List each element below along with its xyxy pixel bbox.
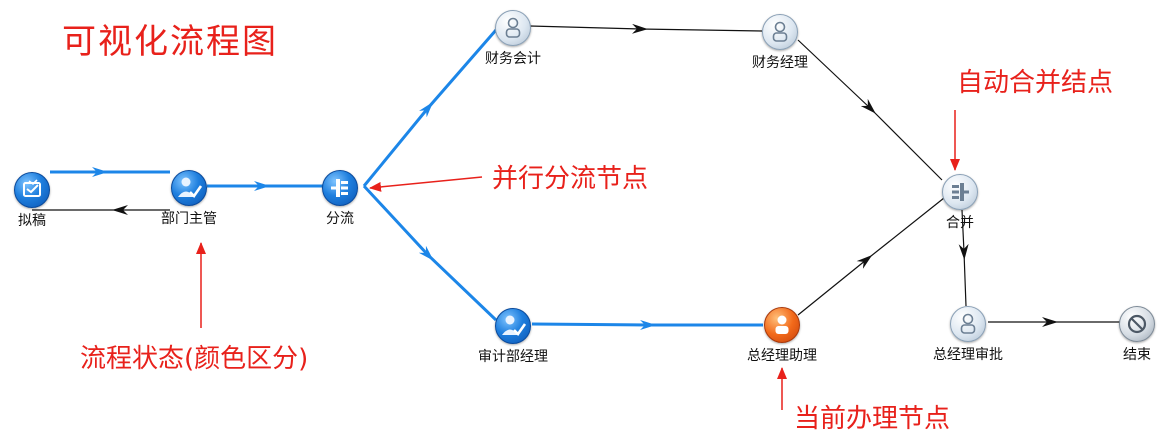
diagram-title: 可视化流程图 [62,22,278,62]
node-end[interactable]: 结束 [1077,306,1171,364]
edge-finance-accountant-to-finance-manager [529,23,763,34]
user-check-icon [495,308,531,344]
node-label: 结束 [1123,347,1151,363]
annotation-status-color: 流程状态(颜色区分) [80,344,309,374]
node-finance-accountant[interactable]: 财务会计 [453,10,573,68]
user-check-icon [171,170,207,206]
node-label: 财务会计 [485,51,541,67]
user-icon [950,306,986,342]
node-label: 审计部经理 [478,349,548,365]
node-label: 总经理助理 [747,348,817,364]
edge-split-to-audit-manager [362,184,498,322]
node-audit-manager[interactable]: 审计部经理 [453,308,573,366]
merge-icon [942,174,978,210]
edge-gm-assistant-to-merge [797,197,945,316]
edge-merge-to-gm-approval [958,209,969,307]
annotation-auto-merge: 自动合并结点 [957,68,1114,98]
edge-finance-manager-to-merge [797,39,943,181]
node-label: 部门主管 [161,211,217,227]
node-gm-approval[interactable]: 总经理审批 [908,306,1028,364]
user-icon [762,14,798,50]
stop-icon [1119,306,1155,342]
node-split[interactable]: 分流 [280,170,400,228]
edge-split-to-finance-accountant [362,29,498,187]
split-icon [322,170,358,206]
node-finance-manager[interactable]: 财务经理 [720,14,840,72]
user-icon [495,10,531,46]
user-icon [764,307,800,343]
annotation-current-node: 当前办理节点 [794,404,951,434]
annotation-parallel-split: 并行分流节点 [492,164,649,194]
edge-audit-manager-to-gm-assistant [531,319,763,330]
node-label: 分流 [326,211,354,227]
node-draft[interactable]: 拟稿 [0,172,92,230]
draft-icon [14,172,50,208]
annotation-arrow-parallel-split [369,176,483,192]
node-label: 总经理审批 [933,347,1003,363]
node-label: 合并 [946,215,974,231]
node-gm-assistant[interactable]: 总经理助理 [722,307,842,365]
node-merge[interactable]: 合并 [900,174,1020,232]
node-dept-head[interactable]: 部门主管 [129,170,249,228]
node-label: 拟稿 [18,213,46,229]
node-label: 财务经理 [752,55,808,71]
